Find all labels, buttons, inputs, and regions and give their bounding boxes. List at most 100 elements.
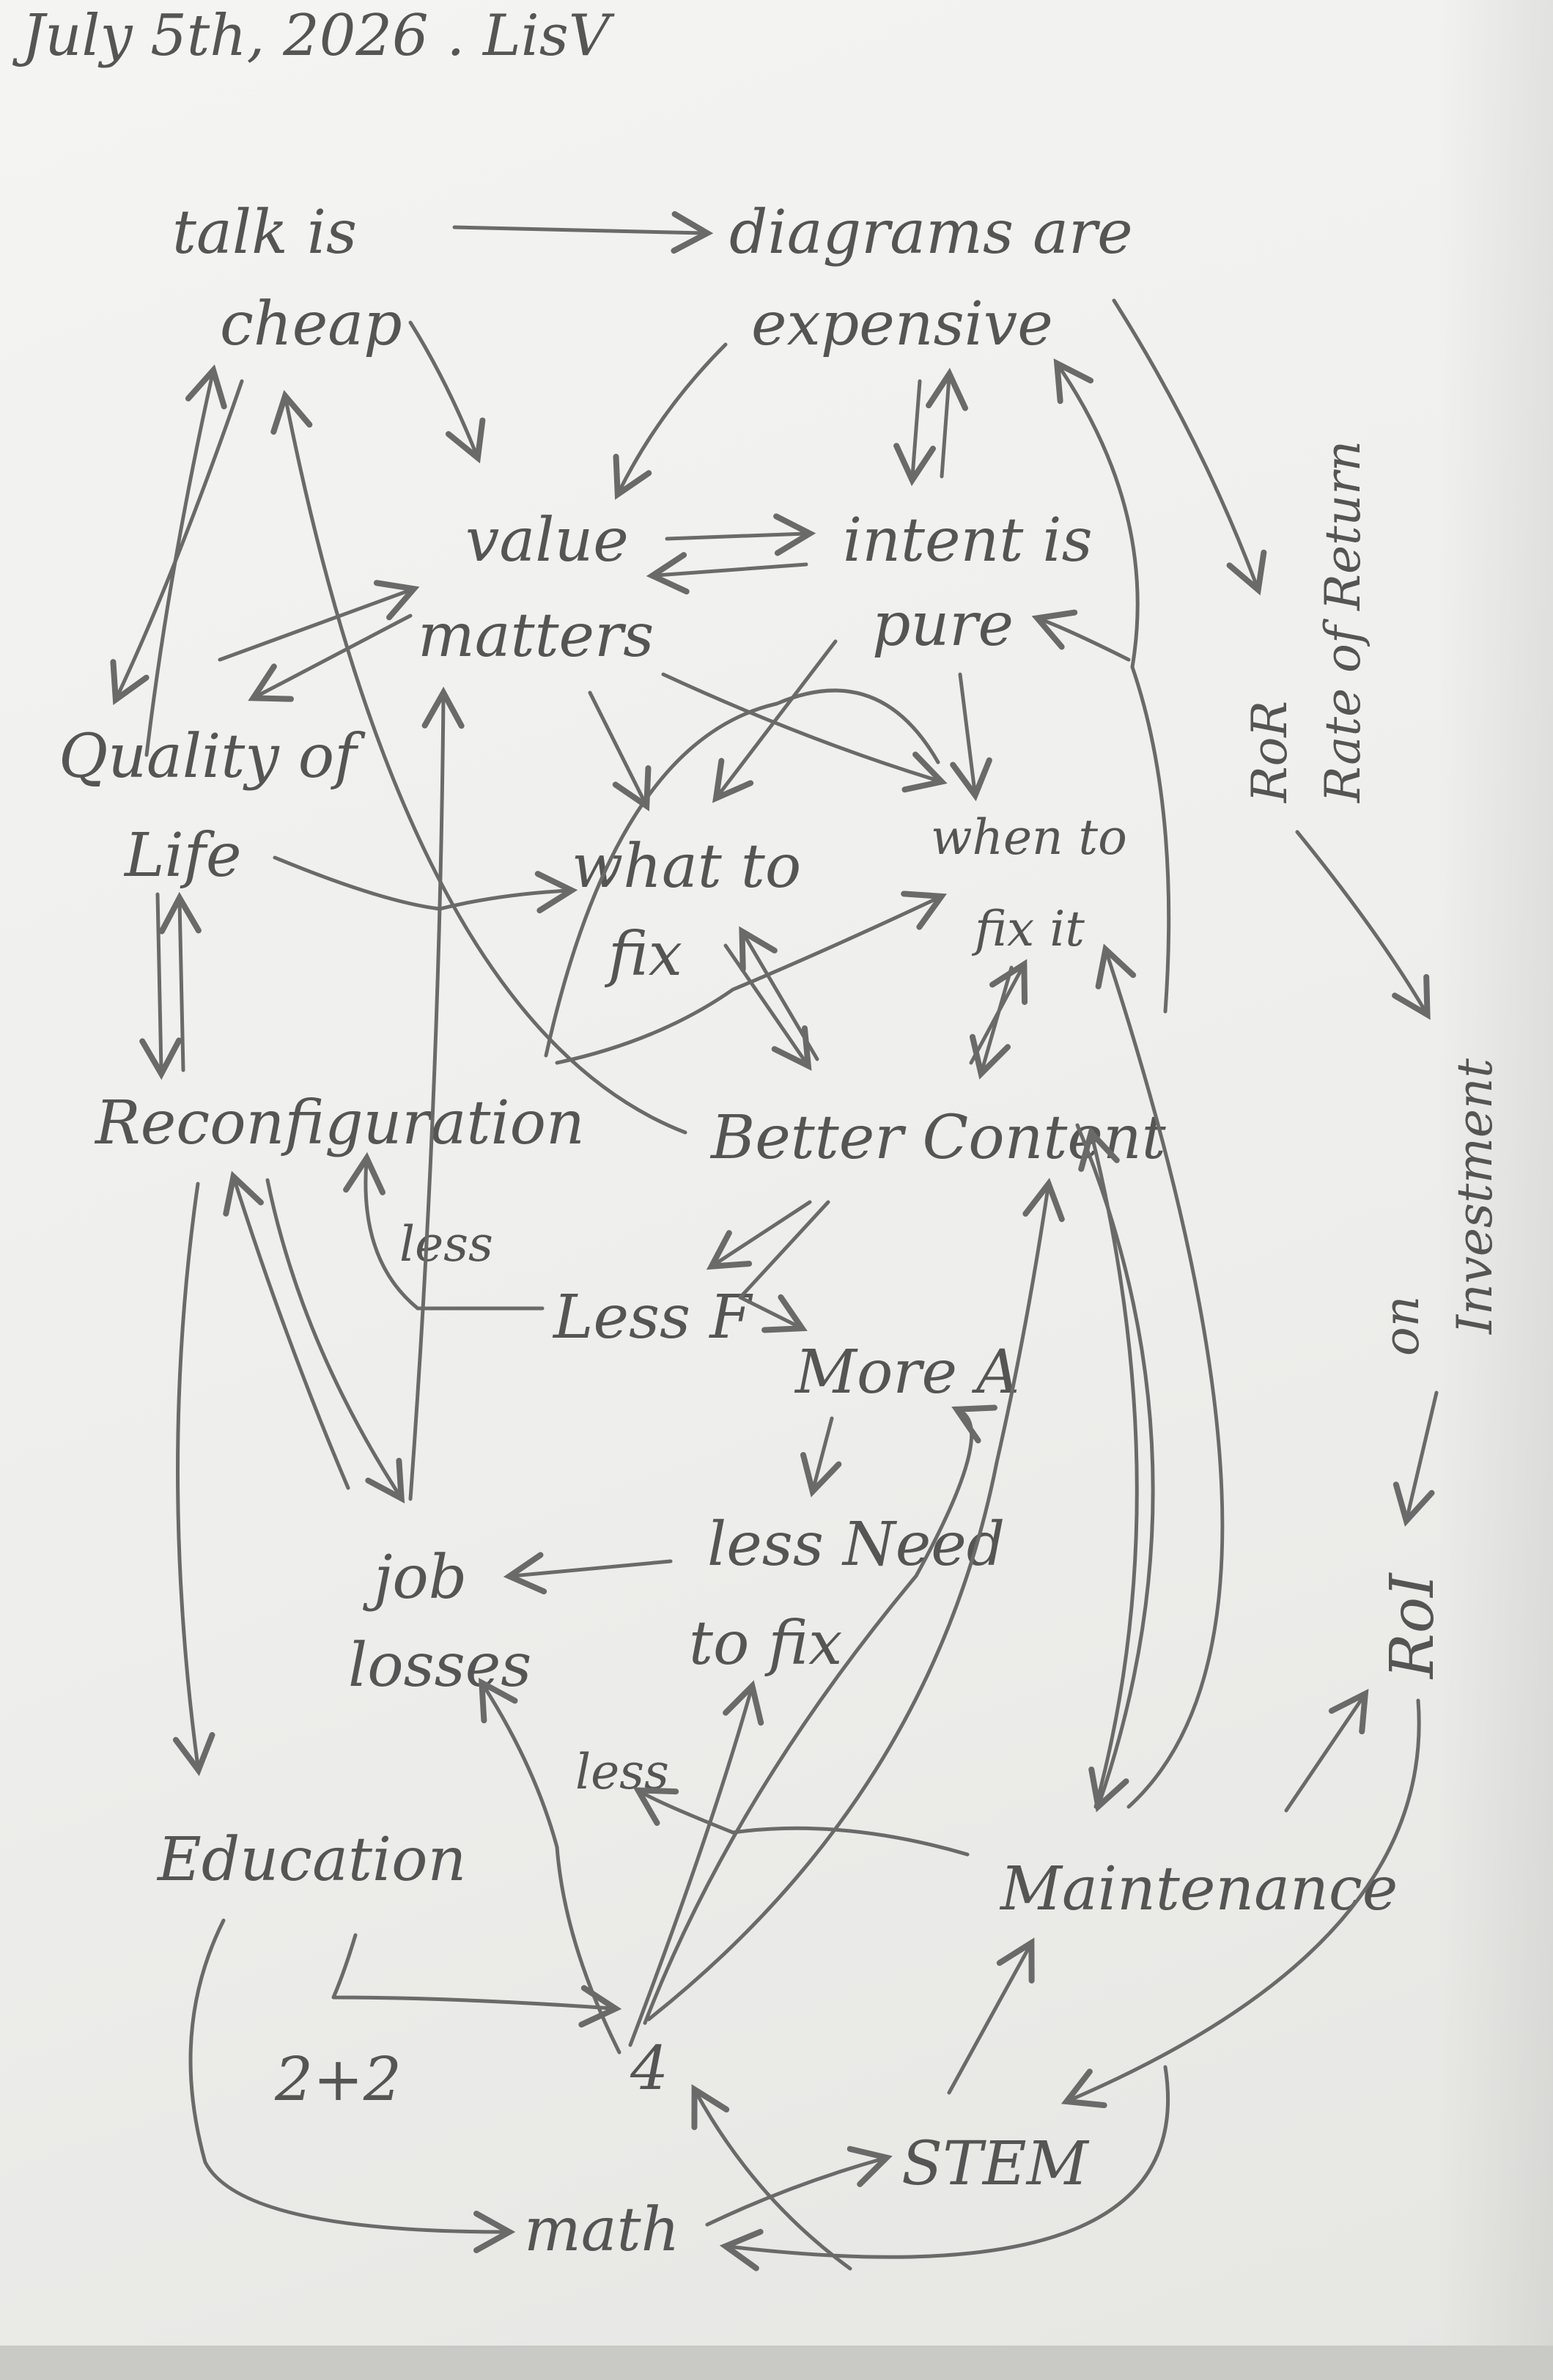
edge-intent-to-when bbox=[950, 672, 992, 802]
edge-wavy-value-when bbox=[544, 688, 940, 1058]
quality-line1: Quality of bbox=[59, 722, 366, 792]
node-stem: STEM bbox=[901, 2129, 1090, 2199]
edge-when-to-better bbox=[969, 965, 1014, 1080]
edge-diagrams-to-ror bbox=[1112, 298, 1267, 596]
edge-reconfig-to-education bbox=[172, 1182, 215, 1777]
paper-edge-shadow bbox=[1436, 0, 1553, 2380]
node-ror: RoR bbox=[1242, 701, 1298, 803]
talk-line2: cheap bbox=[220, 290, 402, 359]
edge-intent-to-diagrams bbox=[926, 367, 968, 479]
date-author-header: July 5th, 2026 . LisV bbox=[12, 3, 615, 69]
intent-line2: pure bbox=[872, 590, 1014, 660]
edge-intent-to-what bbox=[712, 639, 838, 803]
node-ror-full: Rate of Return bbox=[1315, 441, 1371, 803]
edge-value-to-intent bbox=[665, 513, 816, 556]
node-investment: Investment bbox=[1447, 1058, 1503, 1335]
node-education: Education bbox=[156, 1825, 466, 1895]
edge-value-to-when bbox=[661, 672, 948, 793]
node-maintenance: Maintenance bbox=[999, 1854, 1398, 1924]
edge-maintenance-to-when bbox=[1095, 943, 1225, 1809]
edge-quality-to-talk bbox=[144, 364, 227, 757]
node-math: math bbox=[524, 2195, 679, 2265]
need-line1: less Need bbox=[707, 1510, 1005, 1580]
edge-investment-to-roi bbox=[1392, 1390, 1439, 1527]
node-talk-is-cheap: talk is cheap bbox=[172, 198, 402, 359]
edge-more-a-to-need bbox=[800, 1416, 842, 1497]
edge-better-to-less-f bbox=[706, 1200, 812, 1270]
quality-line2: Life bbox=[123, 821, 242, 891]
edge-maintenance-to-less bbox=[632, 1787, 970, 1857]
node-diagrams-are-expensive: diagrams are expensive bbox=[729, 198, 1133, 359]
edge-better-to-what bbox=[739, 926, 819, 1061]
edge-stem-to-maintenance bbox=[947, 1937, 1035, 2095]
edge-label-less-1: less bbox=[399, 1216, 493, 1272]
edge-four-to-job bbox=[478, 1677, 621, 2055]
node-on: on bbox=[1373, 1296, 1430, 1356]
node-four: 4 bbox=[630, 2034, 668, 2104]
edge-need-to-job bbox=[503, 1552, 673, 1595]
node-intent-is-pure: intent is pure bbox=[843, 506, 1093, 660]
edge-value-to-what bbox=[588, 690, 652, 811]
node-value-matters: value matters bbox=[418, 506, 654, 671]
edge-better-to-more-a bbox=[738, 1200, 830, 1333]
node-roi: RoI bbox=[1378, 1572, 1447, 1680]
node-reconfiguration: Reconfiguration bbox=[94, 1088, 585, 1158]
edge-math-to-stem bbox=[705, 2145, 893, 2227]
edge-to-when bbox=[555, 891, 947, 1065]
edge-reconfig-to-quality bbox=[158, 891, 202, 1072]
edge-value-to-quality bbox=[248, 614, 413, 702]
node-job-losses: job losses bbox=[348, 1543, 531, 1701]
edge-label-less-2: less bbox=[575, 1744, 669, 1800]
node-what-to-fix: what to fix bbox=[572, 832, 801, 990]
edge-ror-to-investment bbox=[1295, 830, 1431, 1020]
job-line1: job bbox=[363, 1543, 467, 1613]
edge-talk-to-value bbox=[408, 320, 486, 464]
edge-talk-to-diagrams bbox=[452, 211, 714, 254]
edge-stem-to-four bbox=[691, 2084, 852, 2271]
edge-loop-to-math bbox=[719, 2065, 1170, 2272]
edge-roi-to-stem bbox=[1060, 1698, 1421, 2109]
diagrams-line2: expensive bbox=[751, 290, 1053, 359]
when-line2: fix it bbox=[971, 901, 1085, 957]
edge-four-to-better bbox=[646, 1177, 1065, 2022]
need-line2: to fix bbox=[689, 1609, 842, 1679]
edge-reconfig-to-job bbox=[265, 1178, 405, 1504]
edge-less-f-to-reconfig bbox=[343, 1152, 545, 1311]
edge-four-to-more-a bbox=[643, 1404, 997, 2025]
edge-what-to-better bbox=[723, 943, 812, 1071]
edge-quality-to-what bbox=[273, 855, 578, 914]
edge-curve-to-diagrams bbox=[1053, 358, 1140, 669]
edge-job-to-reconfig bbox=[223, 1171, 350, 1490]
talk-line1: talk is bbox=[172, 198, 357, 268]
when-line1: when to bbox=[931, 809, 1127, 866]
node-two-plus-two: 2+2 bbox=[274, 2045, 402, 2115]
edges bbox=[110, 211, 1439, 2272]
job-line2: losses bbox=[348, 1631, 531, 1701]
edge-four-to-need bbox=[628, 1680, 764, 2047]
node-less-need-to-fix: less Need to fix bbox=[689, 1510, 1005, 1679]
value-line2: matters bbox=[418, 601, 654, 671]
node-when-to-fix-it: when to fix it bbox=[931, 809, 1127, 957]
edge-curve-to-intent bbox=[1031, 609, 1131, 662]
background-strip bbox=[0, 2346, 1553, 2380]
edge-quality-to-value bbox=[218, 580, 420, 662]
value-line1: value bbox=[465, 506, 629, 575]
edge-diagrams-to-value bbox=[613, 342, 728, 500]
edge-diagrams-to-intent bbox=[893, 379, 936, 487]
intent-line1: intent is bbox=[843, 506, 1093, 575]
edge-maintenance-to-better-1 bbox=[1078, 1127, 1139, 1809]
edge-better-to-talk bbox=[270, 390, 687, 1135]
edge-education-to-four bbox=[331, 1933, 622, 2028]
node-more-a: More A bbox=[794, 1338, 1019, 1407]
edge-job-to-value bbox=[408, 686, 465, 1501]
edge-intent-to-value bbox=[646, 552, 808, 595]
edge-education-to-math bbox=[188, 1918, 516, 2253]
what-line2: fix bbox=[604, 920, 682, 990]
node-quality-of-life: Quality of Life bbox=[59, 722, 366, 891]
diagrams-line1: diagrams are bbox=[729, 198, 1133, 268]
edge-quality-to-reconfig bbox=[139, 892, 182, 1080]
edge-maintenance-to-roi bbox=[1284, 1689, 1369, 1813]
edge-curve-right-1 bbox=[1130, 665, 1171, 1014]
node-less-f: Less F bbox=[552, 1283, 753, 1352]
